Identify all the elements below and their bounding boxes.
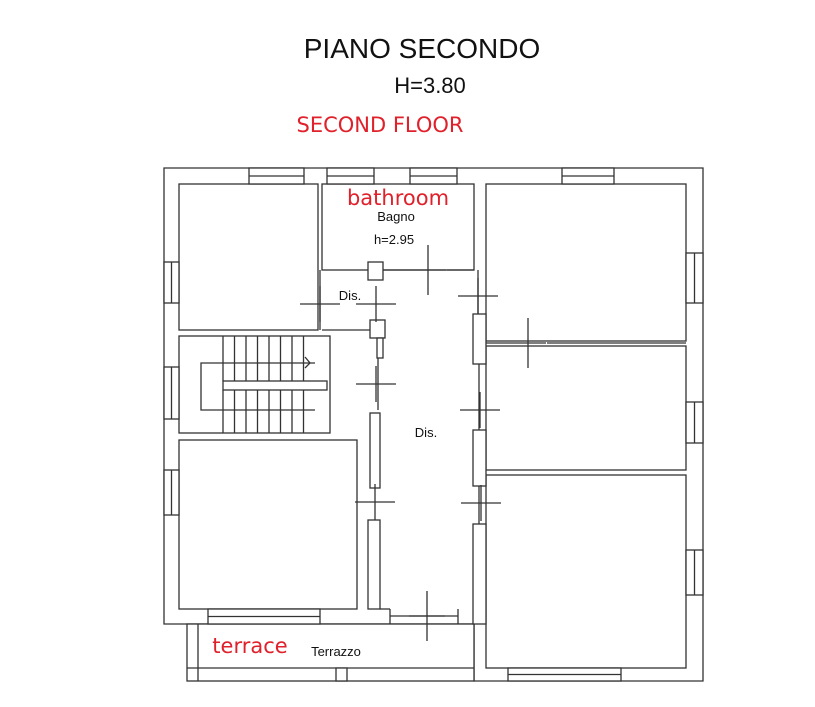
- door-icon: [458, 278, 498, 314]
- plan-title: PIANO SECONDO: [304, 33, 540, 64]
- terrace-translation: terrace: [212, 634, 287, 658]
- door-icon: [510, 318, 546, 368]
- terrace-label: Terrazzo: [311, 644, 361, 659]
- floor-translation: SECOND FLOOR: [296, 113, 463, 137]
- room-top-right: [485, 183, 687, 342]
- windows: [163, 167, 704, 682]
- doors: [300, 245, 546, 641]
- walls: [163, 167, 704, 682]
- door-icon: [355, 484, 395, 520]
- door-icon: [460, 392, 500, 428]
- small-hall-label: Dis.: [339, 288, 361, 303]
- door-icon: [356, 366, 396, 402]
- room-middle-right: [485, 345, 687, 471]
- stair-arrow-icon: [304, 356, 311, 369]
- floor-height: H=3.80: [394, 73, 466, 98]
- room-bathroom: [321, 183, 475, 271]
- room-top-left: [178, 183, 319, 331]
- door-icon: [409, 591, 445, 641]
- bathroom-translation: bathroom: [347, 186, 449, 210]
- room-bottom-left: [178, 439, 358, 610]
- door-icon: [461, 485, 501, 521]
- door-icon: [410, 245, 446, 295]
- door-icon: [356, 286, 396, 322]
- room-bottom-right: [485, 474, 687, 669]
- bathroom-height: h=2.95: [374, 232, 414, 247]
- corridor-label: Dis.: [415, 425, 437, 440]
- staircase: [200, 336, 328, 433]
- terrace-outline: [186, 623, 475, 682]
- door-icon: [300, 286, 340, 322]
- bathroom-label: Bagno: [377, 209, 415, 224]
